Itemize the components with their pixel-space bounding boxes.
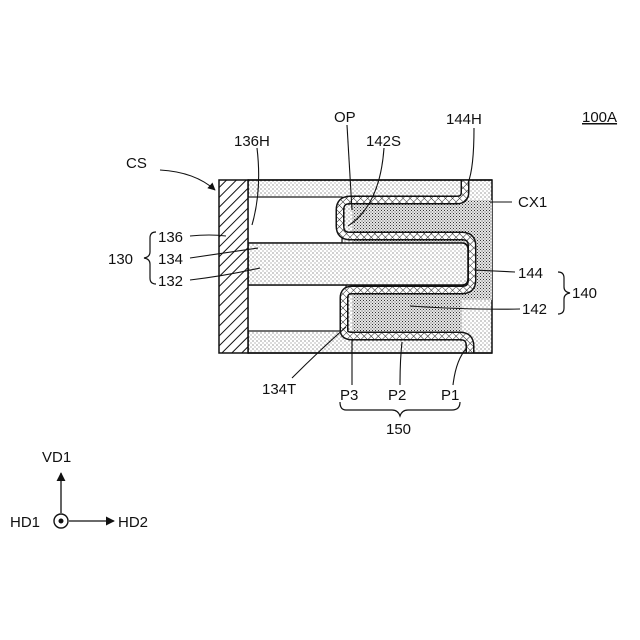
label-cs: CS (126, 155, 147, 172)
label-130: 130 (108, 251, 133, 268)
label-p3: P3 (340, 387, 358, 404)
gap-upper (248, 197, 342, 243)
leader-136 (190, 235, 226, 236)
direction-axes: VD1 HD1 HD2 (10, 449, 148, 531)
label-134T: 134T (262, 381, 296, 398)
label-vd1: VD1 (42, 449, 71, 466)
hatched-wall (219, 180, 248, 353)
brace-140 (558, 272, 570, 314)
label-142S: 142S (366, 133, 401, 150)
label-144: 144 (518, 265, 543, 282)
label-142: 142 (522, 301, 547, 318)
label-150: 150 (386, 421, 411, 438)
label-p2: P2 (388, 387, 406, 404)
axis-hd1-dot-icon (59, 519, 64, 524)
label-p1: P1 (441, 387, 459, 404)
label-140: 140 (572, 285, 597, 302)
conductive-line-134 (248, 243, 468, 285)
label-132: 132 (158, 273, 183, 290)
ref-label-100A: 100A (582, 109, 617, 126)
label-op: OP (334, 109, 356, 126)
gap-lower (248, 285, 346, 331)
cs-arrow (160, 170, 215, 190)
brace-150 (340, 402, 460, 416)
label-134: 134 (158, 251, 183, 268)
label-cx1: CX1 (518, 194, 547, 211)
brace-130 (144, 232, 156, 284)
label-136H: 136H (234, 133, 270, 150)
label-hd2: HD2 (118, 514, 148, 531)
leader-144H (468, 128, 474, 183)
label-hd1: HD1 (10, 514, 40, 531)
label-144H: 144H (446, 111, 482, 128)
cell-stack-structure (219, 180, 492, 353)
label-136: 136 (158, 229, 183, 246)
leader-P1 (453, 349, 466, 385)
